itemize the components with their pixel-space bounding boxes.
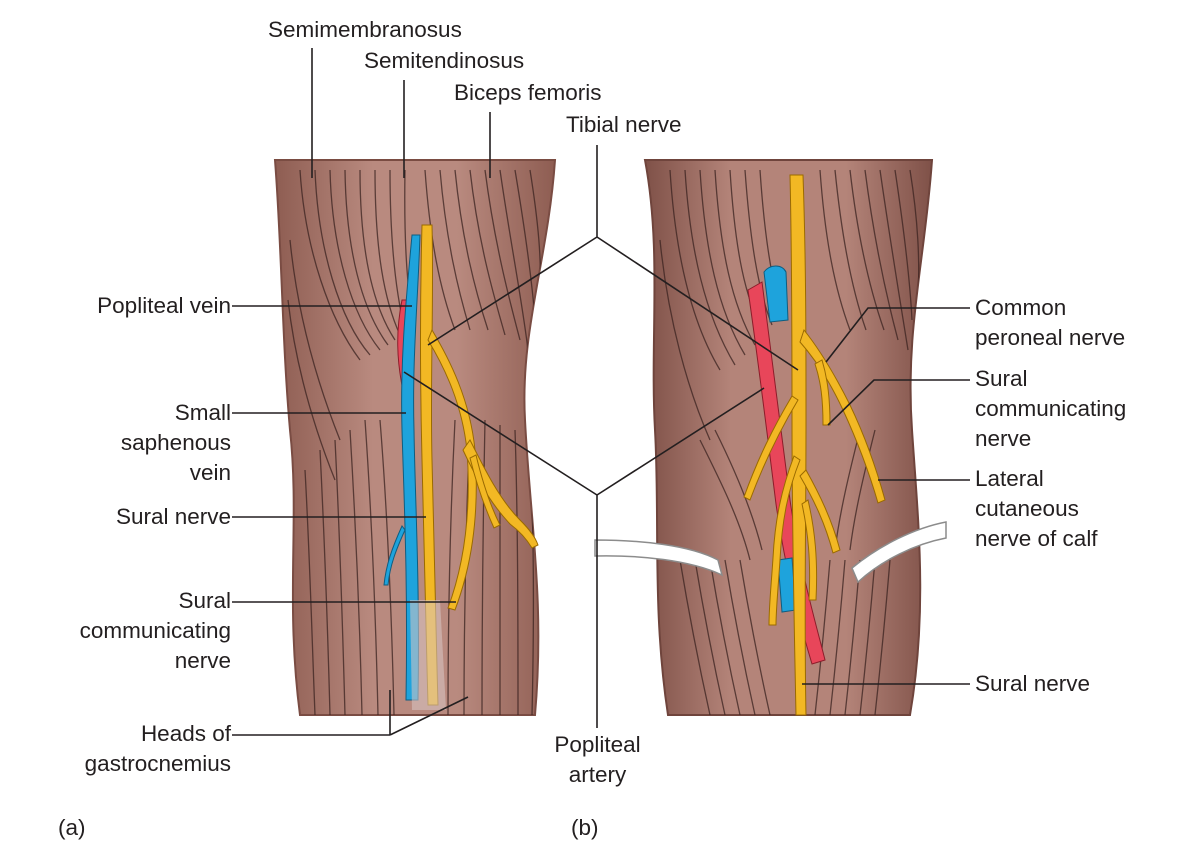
knee-illustration-a: [275, 160, 555, 715]
label-sural-nerve-b: Sural nerve: [975, 669, 1090, 699]
label-sural-nerve-a: Sural nerve: [116, 502, 231, 532]
label-small-saphenous-vein: Small saphenous vein: [121, 398, 231, 488]
label-biceps-femoris: Biceps femoris: [454, 78, 602, 108]
label-sural-communicating-b-line-1: Sural: [975, 364, 1126, 394]
label-gastrocnemius-line-1: Heads of: [85, 719, 231, 749]
label-popliteal-artery-line-2: artery: [530, 760, 665, 790]
label-sural-communicating-a-line-3: nerve: [80, 646, 231, 676]
panel-label-b: (b): [571, 813, 599, 843]
label-popliteal-artery: Popliteal artery: [530, 730, 665, 790]
label-lateral-cutaneous-line-2: cutaneous: [975, 494, 1098, 524]
label-lateral-cutaneous-line-1: Lateral: [975, 464, 1098, 494]
label-common-peroneal-line-1: Common: [975, 293, 1125, 323]
label-semitendinosus: Semitendinosus: [364, 46, 524, 76]
label-small-saphenous-vein-line-1: Small: [121, 398, 231, 428]
label-sural-communicating-b-line-3: nerve: [975, 424, 1126, 454]
label-sural-communicating-a-line-1: Sural: [80, 586, 231, 616]
label-sural-communicating-nerve-a: Sural communicating nerve: [80, 586, 231, 676]
label-gastrocnemius-line-2: gastrocnemius: [85, 749, 231, 779]
label-lateral-cutaneous-nerve: Lateral cutaneous nerve of calf: [975, 464, 1098, 554]
label-sural-communicating-b-line-2: communicating: [975, 394, 1126, 424]
label-common-peroneal-line-2: peroneal nerve: [975, 323, 1125, 353]
label-tibial-nerve: Tibial nerve: [566, 110, 681, 140]
label-small-saphenous-vein-line-3: vein: [121, 458, 231, 488]
panel-label-a: (a): [58, 813, 86, 843]
label-heads-of-gastrocnemius: Heads of gastrocnemius: [85, 719, 231, 779]
label-semimembranosus: Semimembranosus: [268, 15, 462, 45]
label-lateral-cutaneous-line-3: nerve of calf: [975, 524, 1098, 554]
label-popliteal-artery-line-1: Popliteal: [530, 730, 665, 760]
label-popliteal-vein: Popliteal vein: [97, 291, 231, 321]
label-sural-communicating-a-line-2: communicating: [80, 616, 231, 646]
knee-illustration-b: [595, 160, 946, 715]
label-common-peroneal-nerve: Common peroneal nerve: [975, 293, 1125, 353]
label-sural-communicating-nerve-b: Sural communicating nerve: [975, 364, 1126, 454]
label-small-saphenous-vein-line-2: saphenous: [121, 428, 231, 458]
